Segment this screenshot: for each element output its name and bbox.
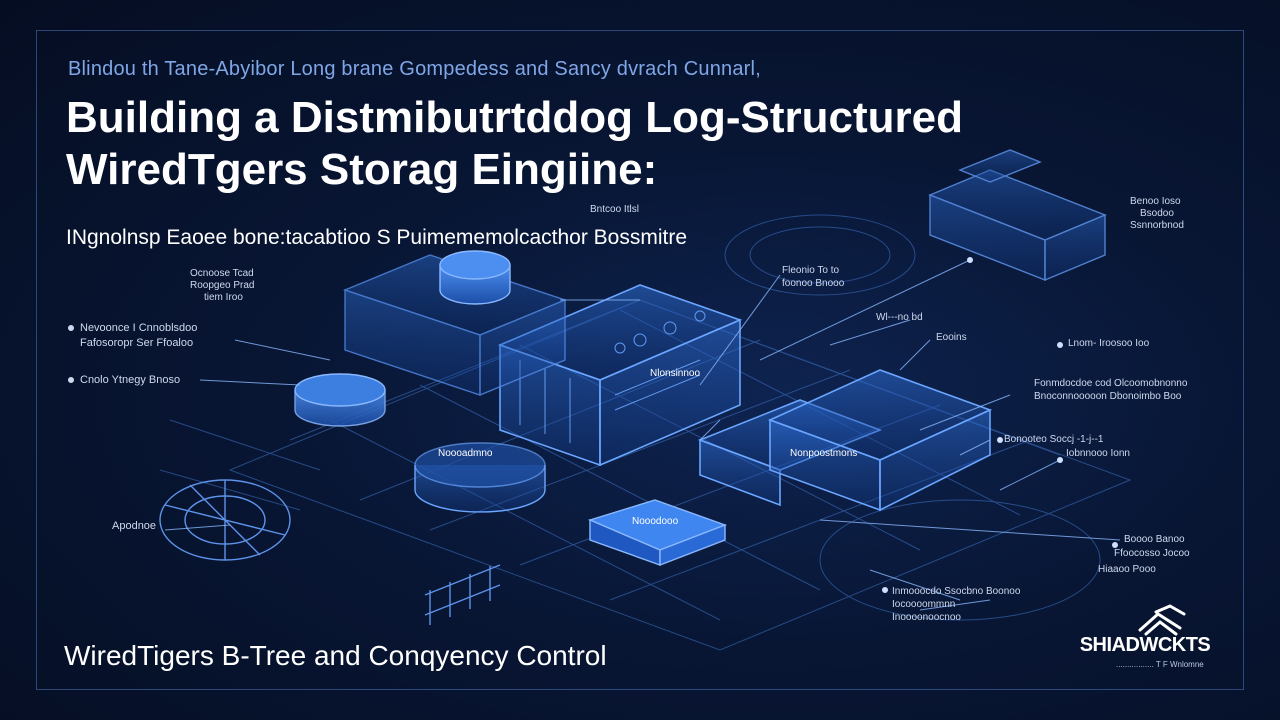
server-block-right	[697, 369, 993, 512]
label-bottom-right-3: Inoooonoocnoo	[892, 612, 961, 623]
label-left-bullet-1a: Nevoonce I Cnnoblsdoo	[80, 322, 198, 334]
label-box-lower: Noooadmno	[438, 448, 493, 459]
label-bottom-right-2: Iocoooommnn	[892, 599, 956, 610]
brand-logo: SHIADWCKTS ................. T F Wnlomne	[1060, 604, 1230, 674]
slab-bottom	[587, 499, 728, 567]
label-right-mid-1: Wl---no bd	[876, 312, 923, 323]
label-left-top-2: Roopgeo Prad	[190, 280, 255, 291]
label-center-right-1: Fleonio To to	[782, 265, 840, 276]
label-box-center: Nlonsinnoo	[650, 368, 701, 379]
label-left-bullet-2a: Cnolo Ytnegy Bnoso	[80, 374, 181, 386]
label-center-top: Bntcoo Itlsl	[590, 204, 639, 215]
label-box-bottom: Nooodooo	[632, 516, 679, 527]
bullet-dot	[68, 377, 74, 384]
page-title: Building a Distmibutrtddog Log-Structure…	[66, 92, 963, 196]
title-line-2: WiredTgers Storag Eingiine:	[66, 145, 658, 194]
label-right-low-1: Boooo Banoo	[1124, 534, 1185, 545]
cylinder-top	[439, 250, 511, 305]
border-frame	[36, 30, 1244, 690]
label-left-bottom: Apodnoe	[112, 520, 157, 532]
label-left-top-3: tiem Iroo	[204, 292, 243, 303]
label-center-right-2: foonoo Bnooo	[782, 278, 845, 289]
fence-structure	[424, 564, 501, 625]
label-left-bullet-2: Cnolo Ytnegy Bnoso	[68, 374, 180, 386]
subtitle: INgnolnsp Eaoee bone:tacabtioo S Puimeme…	[66, 226, 687, 249]
cylinder-center	[414, 442, 546, 513]
label-left-top-1: Ocnoose Tcad	[190, 268, 254, 279]
label-left-bullet-1: Nevoonce I Cnnoblsdoo	[68, 322, 197, 334]
label-right-low-2: Ffoocosso Jocoo	[1114, 548, 1190, 559]
footer-title: WiredTigers B-Tree and Conqyency Control	[64, 640, 607, 671]
label-right-top-2: Bsodoo	[1140, 208, 1174, 219]
label-right-top-1: Benoo Ioso	[1130, 196, 1181, 207]
label-right-mid-4a: Fonmdocdoe cod Olcoomobnonno	[1034, 378, 1188, 389]
label-box-right: Nonpoostmons	[790, 448, 858, 459]
label-right-top-3: Ssnnorbnod	[1130, 220, 1184, 231]
label-right-low-3: Hiaaoo Pooo	[1098, 564, 1156, 575]
label-bottom-right-1: Inmooocdo Ssocbno Boonoo	[892, 586, 1021, 597]
label-right-mid-5a: Bonooteo Soccj -1-j--1	[1004, 434, 1104, 445]
cylinder-left	[294, 373, 386, 427]
stack-right-top	[928, 149, 1107, 282]
label-left-bullet-1b: Fafosoropr Ser Ffoaloo	[80, 337, 194, 349]
logo-tagline: ................. T F Wnlomne	[1116, 660, 1204, 669]
bullet-dot	[68, 325, 74, 332]
title-line-1: Building a Distmibutrtddog Log-Structure…	[66, 93, 964, 142]
overline-text: Blindou th Tane-Abyibor Long brane Gompe…	[68, 58, 761, 80]
label-right-mid-4b: Bnoconnooooon Dbonoimbo Boo	[1034, 391, 1182, 402]
logo-wordmark: SHIADWCKTS	[1079, 634, 1211, 656]
logo-mark-icon	[1138, 604, 1186, 636]
label-right-mid-3: Lnom- Iroosoo Ioo	[1068, 338, 1150, 349]
ring-left	[159, 479, 291, 561]
label-right-mid-2: Eooins	[936, 332, 967, 343]
label-right-mid-5b: Iobnnooo Ionn	[1066, 448, 1130, 459]
